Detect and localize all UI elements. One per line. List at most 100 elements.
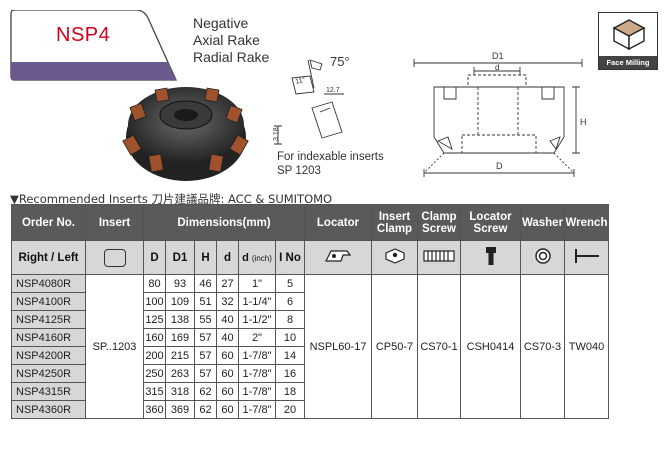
dim-d-inch: 1-7/8" (238, 400, 276, 419)
dim-d-inch: 1-1/4" (238, 292, 276, 311)
face-milling-icon (612, 19, 646, 51)
col-locator-screw: Locator Screw (460, 204, 521, 241)
label-d1: D1 (492, 51, 504, 61)
col-washer: Washer (520, 204, 565, 241)
order-no: NSP4250R (11, 364, 86, 383)
col-clamp-screw: Clamp Screw (417, 204, 461, 241)
wrench-icon (574, 249, 599, 263)
dim-d-inch: 1-7/8" (238, 346, 276, 365)
dim-l-no: 10 (275, 328, 305, 347)
rake-description: Negative Axial Rake Radial Rake (193, 15, 269, 66)
dim-d: 40 (216, 328, 239, 347)
dim-D: 360 (143, 400, 166, 419)
dim-D: 200 (143, 346, 166, 365)
dim-l-no: 18 (275, 382, 305, 401)
table-row: NSP4125R 125 138 55 40 1-1/2" 8 (11, 310, 609, 329)
dim-D: 80 (143, 274, 166, 293)
washer-value: CS70-3 (520, 274, 565, 419)
col-insert: Insert (85, 204, 144, 241)
dim-d: 60 (216, 346, 239, 365)
dim-d-inch: 1-1/2" (238, 310, 276, 329)
table-row: NSP4360R 360 369 62 60 1-7/8" 20 (11, 400, 609, 419)
dim-D: 315 (143, 382, 166, 401)
sub-d-inch-letter: d (242, 251, 249, 264)
product-title: NSP4 (56, 24, 111, 46)
sub-right-left: Right / Left (11, 240, 86, 275)
note-line-2: SP 1203 (277, 165, 321, 177)
dim-d: 60 (216, 400, 239, 419)
insert-dim-b: 3.18 (273, 127, 280, 141)
wrench-value: TW040 (564, 274, 609, 419)
rake-line-negative: Negative (193, 15, 249, 31)
dim-H: 57 (194, 346, 217, 365)
title-tab-shape (10, 10, 178, 81)
insert-value: SP..1203 (85, 274, 144, 419)
insert-dim-c: 11° (294, 76, 306, 86)
title-tab: NSP4 (10, 10, 178, 82)
sub-locator-icon-cell (304, 240, 372, 275)
dim-D1: 93 (165, 274, 195, 293)
insert-sketch: 75° 11° 12.7 3.18 (273, 54, 350, 145)
face-milling-label: Face Milling (599, 56, 657, 69)
dim-d-inch: 1" (238, 274, 276, 293)
sub-l-no: I No (275, 240, 305, 275)
sub-d-inch: d (inch) (238, 240, 276, 275)
dimension-drawing: D1 d H D (413, 51, 587, 177)
recommended-inserts: ▼Recommended Inserts 刀片建議品牌: ACC & SUMIT… (10, 192, 333, 206)
dim-H: 62 (194, 400, 217, 419)
col-dimensions: Dimensions(mm) (143, 204, 305, 241)
order-no: NSP4160R (11, 328, 86, 347)
note-line-1: For indexable inserts (277, 151, 384, 163)
dim-d-inch: 2" (238, 328, 276, 347)
sub-D1: D1 (165, 240, 195, 275)
table-row: NSP4315R 315 318 62 60 1-7/8" 18 (11, 382, 609, 401)
col-insert-clamp: Insert Clamp (371, 204, 418, 241)
dim-H: 46 (194, 274, 217, 293)
label-big-d: D (496, 161, 503, 171)
dim-H: 57 (194, 328, 217, 347)
sub-H: H (194, 240, 217, 275)
col-order-no: Order No. (11, 204, 86, 241)
order-no: NSP4360R (11, 400, 86, 419)
header-row: Order No. Insert Dimensions(mm) Locator … (11, 204, 609, 241)
dim-D: 125 (143, 310, 166, 329)
dim-D: 160 (143, 328, 166, 347)
dim-d: 32 (216, 292, 239, 311)
indexable-note: For indexable inserts SP 1203 (277, 150, 384, 178)
dim-H: 62 (194, 382, 217, 401)
insert-clamp-icon (384, 248, 405, 264)
dim-l-no: 6 (275, 292, 305, 311)
dim-d: 40 (216, 310, 239, 329)
col-wrench: Wrench (564, 204, 609, 241)
order-no: NSP4125R (11, 310, 86, 329)
dim-D1: 109 (165, 292, 195, 311)
square-insert-icon (103, 248, 126, 267)
spec-table: Order No. Insert Dimensions(mm) Locator … (11, 204, 609, 419)
label-small-d: d (495, 63, 499, 72)
dim-l-no: 20 (275, 400, 305, 419)
rake-line-axial: Axial Rake (193, 32, 260, 48)
dim-D1: 369 (165, 400, 195, 419)
dim-d-inch: 1-7/8" (238, 382, 276, 401)
dim-H: 57 (194, 364, 217, 383)
subheader-row: Right / Left D D1 H d d (inch) I No (11, 240, 609, 275)
dim-d: 60 (216, 364, 239, 383)
locator-icon (325, 250, 352, 262)
dim-l-no: 5 (275, 274, 305, 293)
table-row: NSP4080R SP..1203 80 93 46 27 1" 5 NSPL6… (11, 274, 609, 419)
dim-l-no: 16 (275, 364, 305, 383)
cutter-photo (122, 87, 249, 181)
angle-label: 75° (330, 54, 350, 69)
face-milling-badge: Face Milling (598, 12, 658, 70)
sub-d: d (216, 240, 239, 275)
dim-d: 27 (216, 274, 239, 293)
order-no: NSP4200R (11, 346, 86, 365)
locator-screw-value: CSH0414 (460, 274, 521, 419)
sub-clamp-icon-cell (371, 240, 418, 275)
locator-value: NSPL60-17 (304, 274, 372, 419)
dim-d-inch: 1-7/8" (238, 364, 276, 383)
col-locator: Locator (304, 204, 372, 241)
dim-H: 51 (194, 292, 217, 311)
clamp-screw-value: CS70-1 (417, 274, 461, 419)
insert-dim-a: 12.7 (326, 87, 340, 94)
